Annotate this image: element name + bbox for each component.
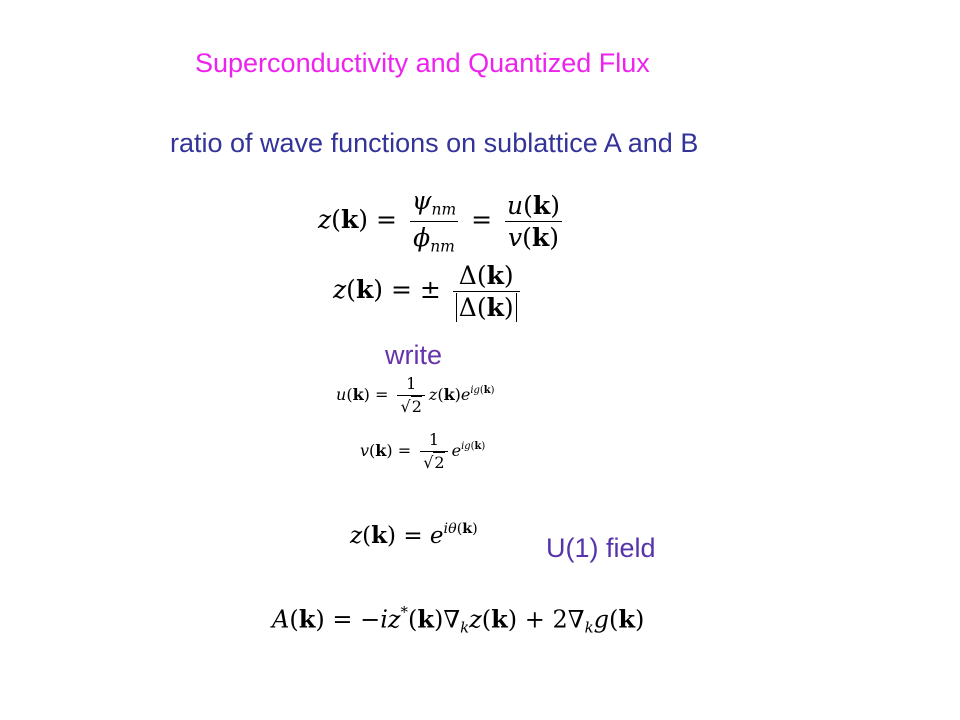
equation-v: v(k) = 1 √2 eig(k) [360,430,486,472]
fraction-one-over-sqrt2-v: 1 √2 [420,432,448,472]
equation-z-theta: z(k) = eiθ(k) [350,521,478,549]
write-label: write [385,340,443,370]
equation-z-ratio: z(k) = ψnm ϕnm = u(k) v(k) [318,188,567,255]
u1-field-label: U(1) field [546,533,656,563]
fraction-psi-phi: ψnm ϕnm [410,186,458,256]
slide-title: Superconductivity and Quantized Flux [195,48,650,78]
fraction-one-over-sqrt2-u: 1 √2 [397,376,425,416]
equation-u: u(k) = 1 √2 z(k)eig(k) [336,374,495,416]
equation-z-delta: z(k) = ± Δ(k) Δ(k) [333,263,524,322]
slide-subtitle: ratio of wave functions on sublattice A … [170,128,699,158]
fraction-delta: Δ(k) Δ(k) [452,263,520,322]
fraction-u-v: u(k) v(k) [504,193,563,250]
equation-a-field: A(k) = −iz*(k)∇kz(k) + 2∇kg(k) [272,603,645,637]
